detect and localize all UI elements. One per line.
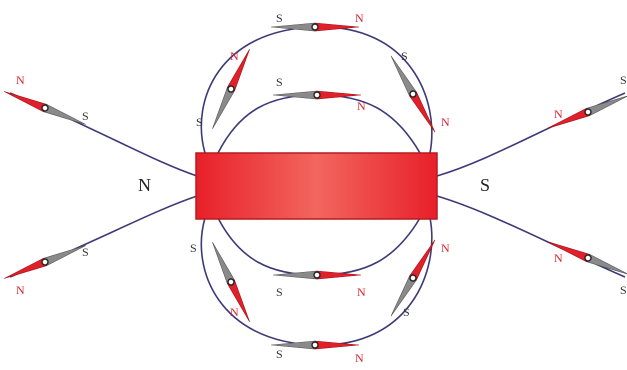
compass-s-label: S <box>276 285 283 299</box>
compass-s-label: S <box>276 75 283 89</box>
needle-north-half <box>3 258 47 282</box>
compass-s-label: S <box>620 283 627 297</box>
needle-pivot <box>312 342 318 348</box>
compass-n-label: N <box>441 115 450 129</box>
field-line-top-inner <box>218 95 420 153</box>
needle-pivot <box>312 24 318 30</box>
compass-s-label: S <box>82 109 89 123</box>
compass-top-outer-center: NS <box>271 11 364 31</box>
compass-n-label: N <box>16 283 25 297</box>
compass-right-lower: NS <box>546 238 627 297</box>
compass-bottom-inner-center: NS <box>273 271 366 299</box>
needle-north-half <box>546 238 590 262</box>
needle-south-half <box>273 91 317 99</box>
compass-s-label: S <box>196 115 203 129</box>
needle-north-half <box>410 238 439 280</box>
compass-n-label: N <box>230 49 239 63</box>
needle-north-half <box>410 92 439 134</box>
compass-s-label: S <box>276 11 283 25</box>
needle-south-half <box>388 276 417 318</box>
compass-n-label: N <box>357 285 366 299</box>
compass-bottom-outer-right: NS <box>388 238 450 319</box>
needle-pivot <box>314 92 320 98</box>
compass-left-upper: NS <box>3 73 89 128</box>
compass-s-label: S <box>401 49 408 63</box>
north-pole-label: N <box>138 175 151 195</box>
compass-s-label: S <box>620 73 627 87</box>
bar-magnet <box>196 153 437 219</box>
compass-n-label: N <box>355 351 364 365</box>
compass-n-label: N <box>357 99 366 113</box>
field-line-bottom-outer <box>201 218 431 345</box>
compass-top-inner-center: NS <box>273 75 366 113</box>
compass-right-upper: NS <box>546 73 627 132</box>
needle-north-half <box>317 271 361 279</box>
compass-s-label: S <box>82 245 89 259</box>
compass-n-label: N <box>441 241 450 255</box>
compass-left-lower: NS <box>3 242 89 297</box>
field-line-bottom-inner <box>218 218 420 275</box>
compass-n-label: N <box>16 73 25 87</box>
compass-n-label: N <box>554 251 563 265</box>
field-line-top-outer <box>201 27 431 153</box>
needle-south-half <box>44 242 88 266</box>
compass-s-label: S <box>190 241 197 255</box>
needle-south-half <box>209 240 235 283</box>
compass-s-label: S <box>276 347 283 361</box>
compass-s-label: S <box>403 305 410 319</box>
needle-north-half <box>3 88 47 112</box>
compass-bottom-outer-center: NS <box>271 341 364 365</box>
needle-pivot <box>314 272 320 278</box>
needle-north-half <box>546 108 590 132</box>
needle-south-half <box>273 271 317 279</box>
compass-top-outer-right: NS <box>388 49 450 134</box>
compass-n-label: N <box>355 11 364 25</box>
south-pole-label: S <box>480 175 490 195</box>
compass-n-label: N <box>554 107 563 121</box>
needle-north-half <box>317 91 361 99</box>
needle-south-half <box>209 87 235 130</box>
compass-n-label: N <box>230 305 239 319</box>
